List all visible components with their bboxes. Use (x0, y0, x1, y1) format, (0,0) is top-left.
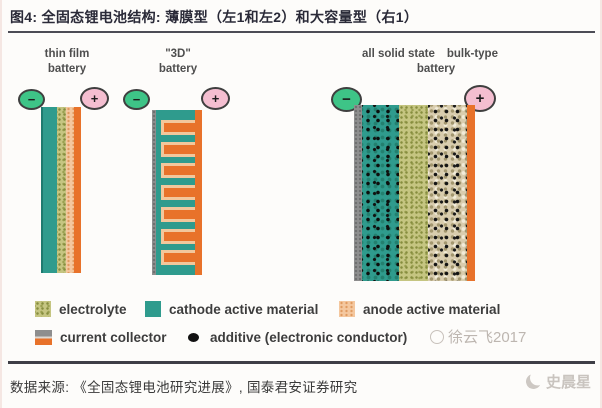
legend-item-current-collector: current collector (35, 330, 167, 345)
bulk-label-line1: all solid state (362, 48, 435, 60)
bulk-label-row1: all solid state bulk-type (362, 47, 562, 62)
legend-item-electrolyte: electrolyte (35, 301, 127, 317)
figure-title: 图4: 全固态锂电池结构: 薄膜型（左1和左2）和大容量型（右1） (10, 9, 419, 25)
crescent-moon-icon (524, 372, 543, 391)
3d-negative-terminal: − (123, 89, 150, 110)
current-collector-swatch-icon (35, 330, 52, 345)
3d-right-current-collector (195, 110, 202, 275)
bulk-type-label: bulk-type (446, 48, 498, 60)
anode-swatch-icon (339, 301, 355, 317)
thin-film-electrolyte-layer (57, 107, 66, 273)
thin-film-battery-diagram (41, 107, 81, 273)
thin-film-battery-label: thin film battery (24, 47, 110, 77)
bulk-label-line2: battery (416, 62, 456, 75)
legend-item-additive: additive (electronic conductor) (188, 330, 407, 345)
3d-positive-terminal: + (201, 87, 230, 110)
bulk-anode-composite-layer (428, 105, 467, 281)
thin-film-label-line2: battery (47, 62, 87, 75)
3d-label-line1: "3D" (165, 48, 191, 60)
data-source-text: 数据来源: 《全固态锂电池研究进展》, 国泰君安证券研究 (10, 380, 358, 395)
3d-electrode-finger (161, 163, 195, 179)
publisher-logo-text: 史晨星 (545, 374, 591, 391)
watermark-circle-icon (430, 329, 444, 344)
legend-label: anode active material (363, 301, 501, 317)
legend-item-cathode: cathode active material (145, 301, 318, 317)
bulk-cathode-composite-layer (362, 105, 399, 281)
bulk-battery-diagram (354, 105, 475, 281)
bulk-electrolyte-layer (399, 105, 428, 281)
3d-electrode-finger (161, 228, 195, 244)
legend-item-anode: anode active material (339, 301, 500, 317)
legend-label: electrolyte (59, 301, 127, 317)
legend-label: additive (electronic conductor) (210, 330, 408, 345)
3d-electrode-finger (161, 185, 195, 200)
thin-film-cathode-layer (43, 107, 57, 273)
3d-battery-label: "3D" battery (135, 47, 221, 77)
3d-electrode-finger (161, 141, 195, 157)
3d-label-line2: battery (158, 62, 198, 75)
bulk-right-current-collector (467, 105, 475, 281)
3d-electrode-finger (161, 206, 195, 222)
thin-film-current-collector (74, 107, 81, 273)
electrolyte-swatch-icon (35, 301, 51, 317)
footer-divider (8, 361, 595, 364)
thin-film-label-line1: thin film (44, 48, 90, 60)
publisher-logo: 史晨星 (526, 371, 591, 392)
legend-label: cathode active material (169, 301, 319, 317)
3d-electrode-finger (161, 119, 195, 135)
title-divider (8, 31, 595, 33)
3d-electrode-finger (161, 250, 195, 266)
thin-film-negative-terminal: − (18, 89, 45, 110)
legend-label: current collector (60, 330, 167, 345)
additive-dot-icon (188, 333, 199, 342)
3d-battery-diagram (152, 110, 202, 275)
watermark-text: 徐云飞2017 (448, 329, 527, 346)
cathode-swatch-icon (145, 301, 161, 317)
thin-film-positive-terminal: + (80, 87, 109, 110)
bulk-battery-label: all solid state bulk-type battery (362, 47, 562, 77)
3d-interdigitated-body (156, 110, 195, 275)
3d-left-current-collector (152, 110, 156, 275)
thin-film-left-edge (41, 107, 43, 273)
thin-film-anode-layer (66, 107, 74, 273)
bulk-left-current-collector (354, 105, 362, 281)
author-watermark: 徐云飞2017 (430, 326, 526, 347)
